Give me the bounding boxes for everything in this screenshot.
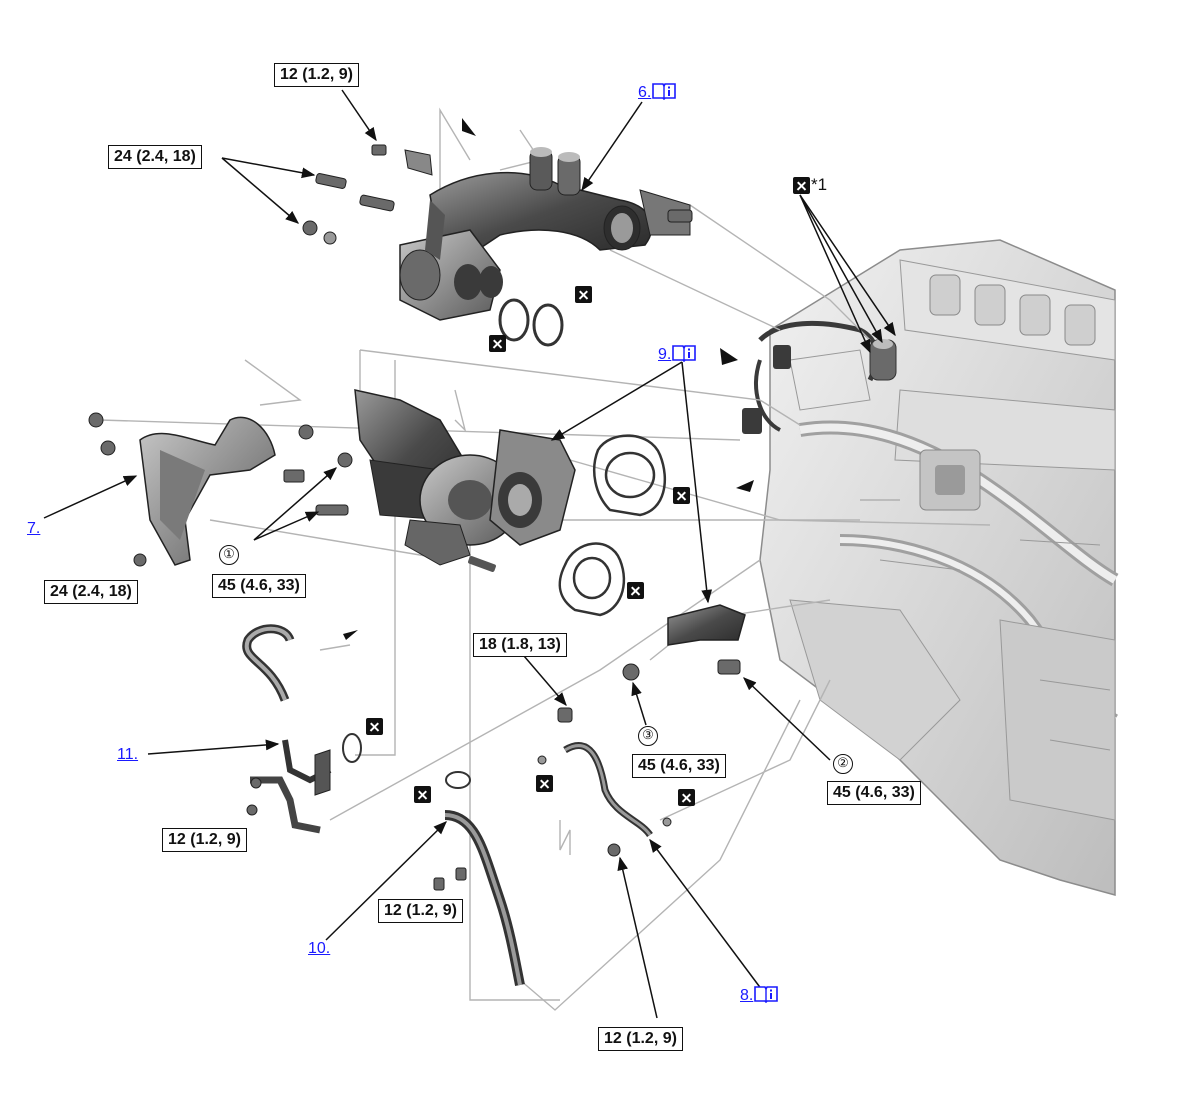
turbo-bracket bbox=[88, 412, 314, 567]
circled-number-2: ② bbox=[833, 754, 853, 774]
book-info-icon bbox=[652, 83, 677, 100]
circled-number-1: ① bbox=[219, 545, 239, 565]
water-pipe-11 bbox=[242, 624, 362, 834]
x-square-icon bbox=[489, 335, 506, 352]
ref-link-10[interactable]: 10. bbox=[308, 940, 331, 957]
circled-number-3: ③ bbox=[638, 726, 658, 746]
ref-link-9-text: 9. bbox=[658, 346, 672, 363]
callout-arrows bbox=[43, 89, 896, 1019]
oil-inlet-pipe-8 bbox=[537, 707, 672, 857]
torque-label-water-pipe-bolt: 12 (1.2, 9) bbox=[162, 828, 247, 852]
turbocharger bbox=[315, 389, 576, 572]
book-info-icon bbox=[672, 345, 697, 362]
x-square-icon bbox=[414, 786, 431, 803]
x-square-icon bbox=[673, 487, 690, 504]
x-square-icon bbox=[366, 718, 383, 735]
ref-link-8-text: 8. bbox=[740, 987, 754, 1004]
x-square-icon bbox=[627, 582, 644, 599]
direction-arrows bbox=[343, 118, 754, 640]
ref-link-6[interactable]: 6. bbox=[638, 82, 677, 102]
x-square-icon bbox=[678, 789, 695, 806]
ref-link-11[interactable]: 11. bbox=[117, 746, 139, 763]
torque-label-bracket-bolt: 24 (2.4, 18) bbox=[44, 580, 138, 604]
oil-return-pipe-10 bbox=[433, 771, 525, 986]
turbo-stay bbox=[622, 604, 746, 681]
engine-block bbox=[742, 239, 1119, 896]
ref-link-9[interactable]: 9. bbox=[658, 344, 697, 364]
turbine-gaskets bbox=[558, 434, 667, 617]
torque-label-oil-return-bolt: 12 (1.2, 9) bbox=[378, 899, 463, 923]
x-square-icon bbox=[575, 286, 592, 303]
outlet-gaskets bbox=[498, 298, 564, 347]
turbo-outlet-elbow bbox=[399, 147, 691, 321]
ref-link-7[interactable]: 7. bbox=[27, 520, 41, 537]
ref-link-6-text: 6. bbox=[638, 84, 652, 101]
torque-label-elbow-stud: 24 (2.4, 18) bbox=[108, 145, 202, 169]
torque-label-top-bolt: 12 (1.2, 9) bbox=[274, 63, 359, 87]
torque-label-oil-inlet-bolt: 12 (1.2, 9) bbox=[598, 1027, 683, 1051]
x-square-icon bbox=[793, 177, 810, 194]
x-square-icon bbox=[536, 775, 553, 792]
torque-label-pipe-union-bolt: 18 (1.8, 13) bbox=[473, 633, 567, 657]
ref-link-8[interactable]: 8. bbox=[740, 985, 779, 1005]
torque-label-mount-3: 45 (4.6, 33) bbox=[632, 754, 726, 778]
torque-label-mount-1: 45 (4.6, 33) bbox=[212, 574, 306, 598]
note-marker-1: *1 bbox=[811, 175, 828, 194]
torque-label-mount-2: 45 (4.6, 33) bbox=[827, 781, 921, 805]
upper-fasteners bbox=[302, 144, 693, 245]
book-info-icon bbox=[754, 986, 779, 1003]
